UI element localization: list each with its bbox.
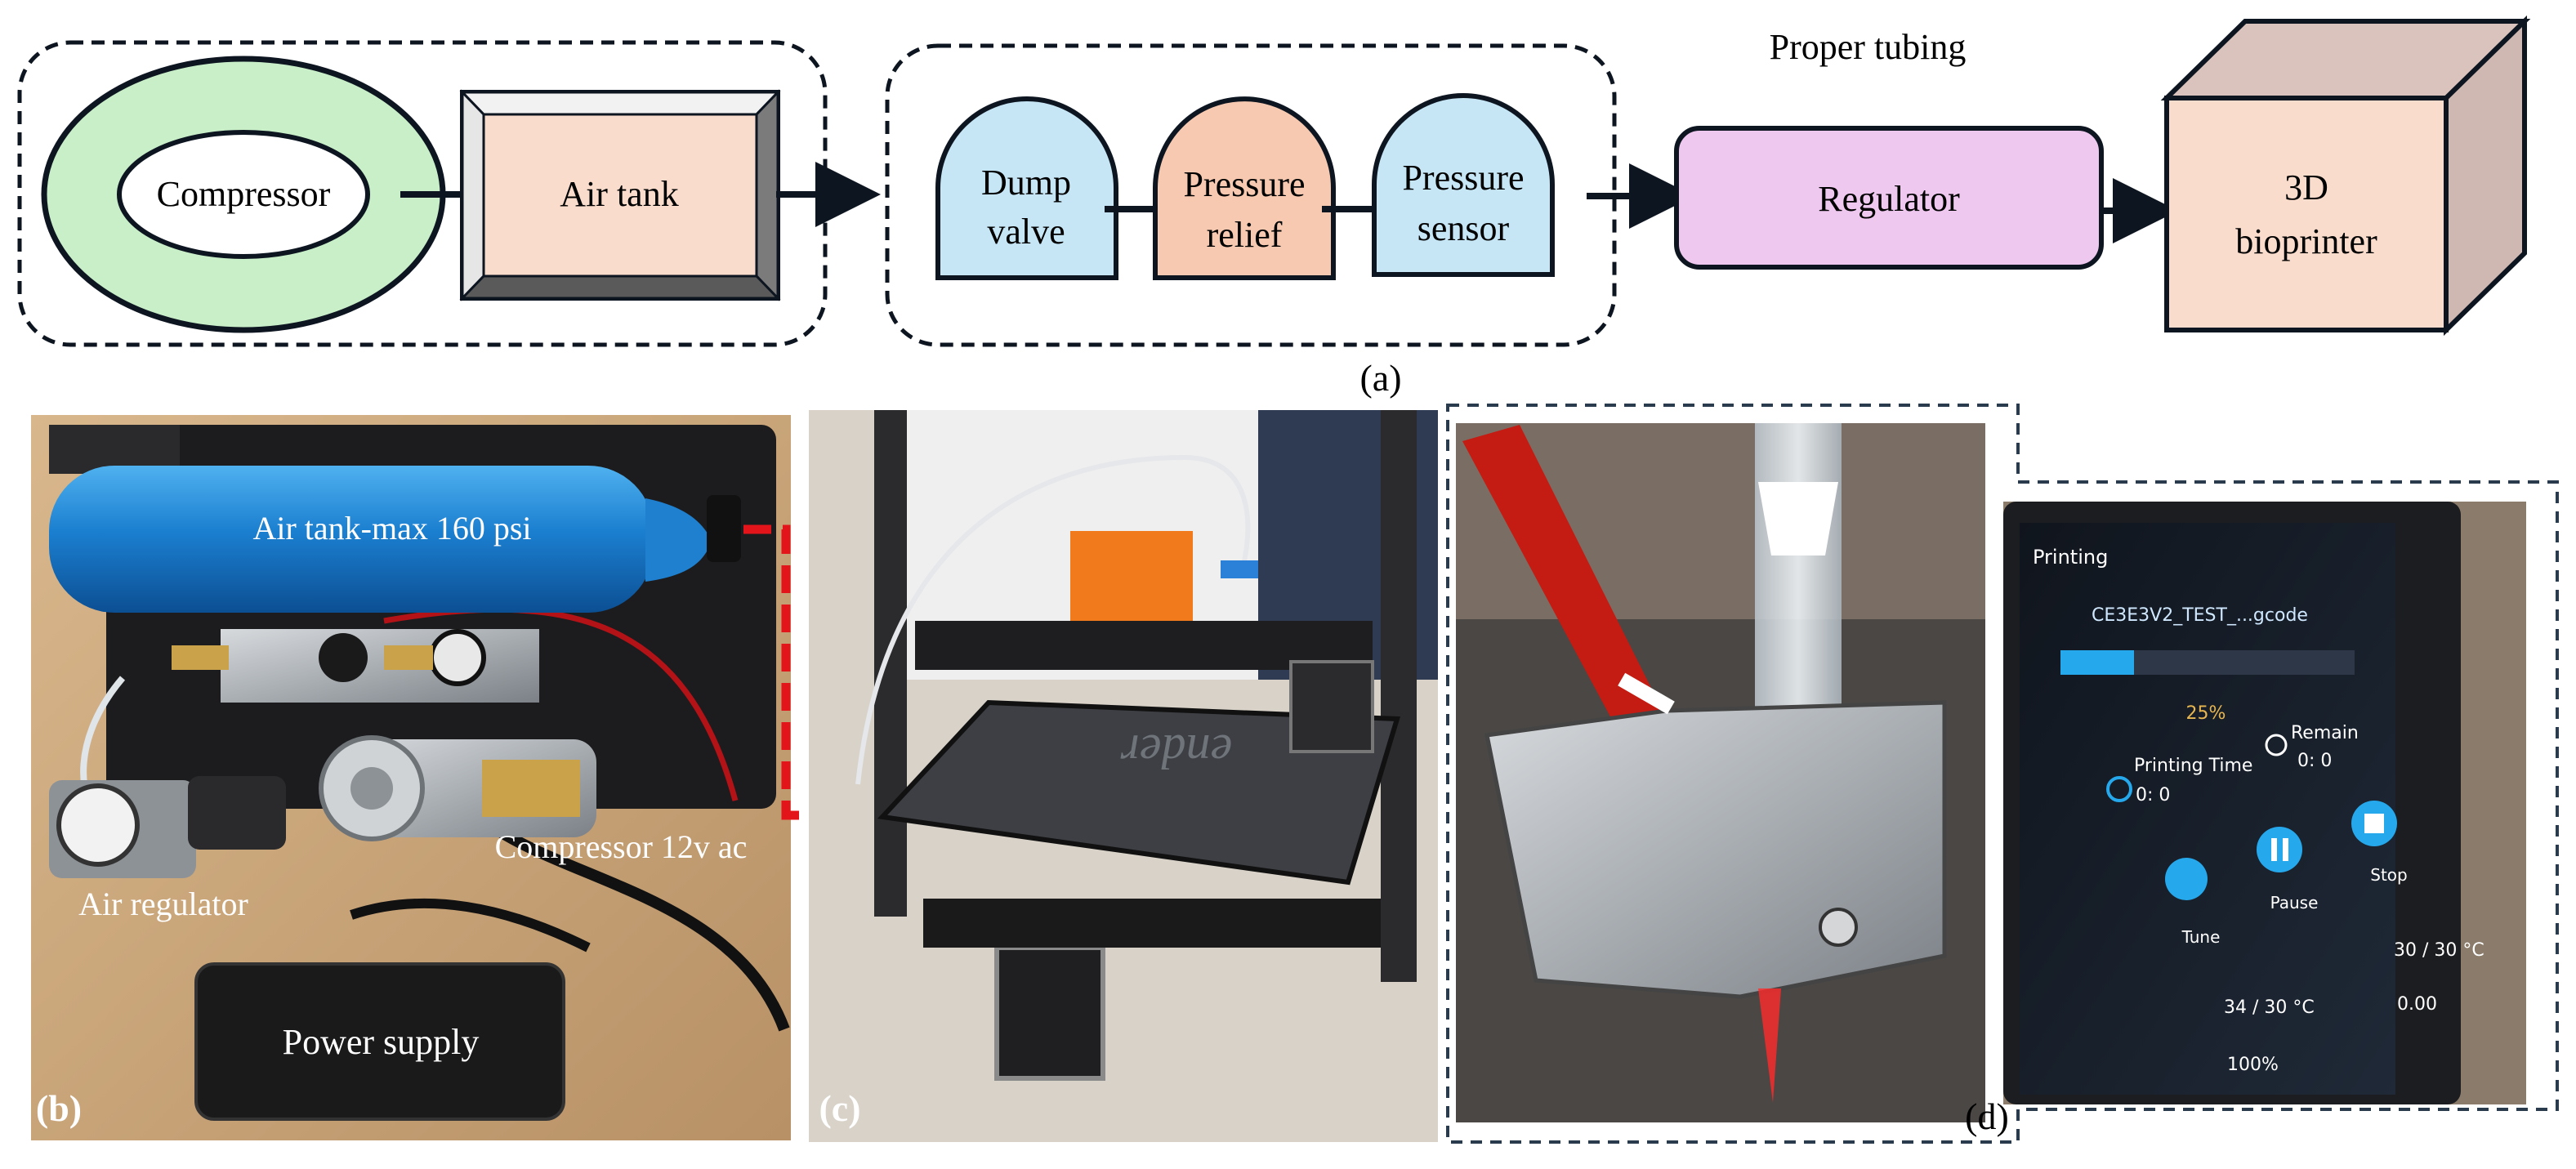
remain-icon: [2265, 734, 2288, 756]
printer-frame-right: [1381, 410, 1417, 982]
photo-b-air-tank-label: Air tank-max 160 psi: [252, 510, 531, 547]
ribbon-wires: [1618, 672, 1675, 715]
pause-label: Pause: [2270, 893, 2319, 912]
nozzle-screw: [1819, 908, 1858, 947]
bioprinter-label-1: 3D: [2284, 167, 2328, 207]
tune-label: Tune: [2181, 927, 2221, 947]
air-tank-label: Air tank: [560, 174, 678, 214]
remain-label: Remain: [2291, 723, 2359, 743]
stop-label: Stop: [2370, 865, 2407, 885]
compressor-label: Compressor: [157, 174, 331, 214]
pressure-sensor-label-1: Pressure: [1402, 158, 1524, 198]
brass-fitting-2: [384, 645, 433, 670]
z-offset: 0.00: [2397, 994, 2437, 1015]
compressor-inner-ellipse: [117, 130, 370, 259]
screen-header: Printing: [2033, 546, 2108, 569]
valve-rail: [221, 629, 539, 703]
tubing-note: Proper tubing: [1770, 27, 1967, 67]
pressure-relief-label-2: relief: [1207, 215, 1283, 255]
panel-c-label: (c): [819, 1087, 860, 1129]
safety-group-box: [885, 43, 1617, 347]
progress-text: 25%: [2186, 703, 2226, 724]
air-tank-cylinder: [49, 466, 741, 613]
dump-valve-shape: [935, 96, 1118, 280]
bowden-tube: [855, 454, 1251, 785]
bioprinter-label-2: bioprinter: [2235, 221, 2377, 261]
power-cable: [486, 820, 790, 1032]
pause-button[interactable]: Pause: [2257, 827, 2318, 912]
brass-fitting: [172, 645, 229, 670]
compressor-motor: [319, 735, 596, 841]
bed-brand-text: ender: [1120, 725, 1232, 779]
pause-icon: [2257, 827, 2302, 872]
stop-button[interactable]: Stop: [2351, 801, 2408, 885]
printing-time-value: 0: 0: [2136, 785, 2170, 805]
pressure-relief-shape: [1153, 96, 1336, 280]
syringe-holder: [1221, 560, 1258, 578]
laser-beam: [1758, 988, 1781, 1103]
print-bed: [877, 699, 1400, 886]
photo-b: Air tank-max 160 psi Compressor 12v ac A…: [31, 415, 859, 1140]
lcd-screen: [2020, 523, 2395, 1095]
progress-fill: [2060, 650, 2134, 675]
photo-c: ender (c): [809, 410, 1438, 1142]
photo-d-dashed-frame: [1446, 404, 2559, 1144]
pressure-sensor-label-2: sensor: [1417, 208, 1510, 248]
regulator-box: [1674, 126, 2104, 270]
bottom-stepper: [994, 945, 1105, 1081]
feedrate: 100%: [2227, 1055, 2279, 1075]
nozzle-block: [1484, 700, 1947, 999]
pause-bar-right: [2283, 838, 2288, 861]
panel-b-label: (b): [36, 1087, 82, 1129]
dump-valve-label-2: valve: [987, 212, 1065, 252]
orange-bag: [1070, 531, 1193, 629]
power-cable-2: [350, 898, 591, 953]
dump-valve-label-1: Dump: [981, 163, 1071, 203]
screen-filename: CE3E3V2_TEST_...gcode: [2092, 605, 2308, 626]
rail-knob: [319, 633, 368, 682]
regulator-label: Regulator: [1818, 179, 1960, 219]
air-tank-box: [459, 89, 781, 301]
tune-button[interactable]: Tune: [2165, 858, 2220, 947]
photo-d: Printing CE3E3V2_TEST_...gcode 25% Print…: [1446, 404, 2559, 1144]
pressure-sensor-shape: [1372, 93, 1555, 277]
nozzle-temp: 34 / 30 °C: [2224, 997, 2315, 1018]
extruder-stepper: [1289, 660, 1374, 753]
flow-diagram: Compressor Air tank Dump valve Pressure …: [17, 15, 2531, 399]
panel-a-label: (a): [1359, 357, 1401, 399]
power-supply-brick: [194, 962, 565, 1121]
source-group-box: [17, 40, 828, 347]
photo-b-compressor-label: Compressor 12v ac: [495, 828, 748, 865]
panel-d-label: (d): [1965, 1095, 2009, 1137]
printer-frame-left: [874, 410, 907, 917]
bed-temp: 30 / 30 °C: [2394, 940, 2484, 961]
pause-bar-left: [2271, 838, 2277, 861]
stop-square: [2364, 814, 2384, 833]
photo-b-air-regulator-label: Air regulator: [78, 886, 248, 922]
remain-value: 0: 0: [2297, 751, 2332, 771]
wrench-icon: [2165, 858, 2208, 900]
air-regulator-unit: [49, 776, 286, 878]
rail-gauge: [429, 629, 486, 686]
printing-time-label: Printing Time: [2134, 756, 2252, 776]
bioprinter-cube: [2160, 15, 2531, 337]
photo-b-power-supply-label: Power supply: [283, 1022, 480, 1062]
syringe-plunger: [1758, 482, 1838, 555]
base-rail: [923, 899, 1381, 948]
printing-time-icon: [2106, 776, 2132, 802]
pressure-relief-label-1: Pressure: [1183, 164, 1305, 204]
